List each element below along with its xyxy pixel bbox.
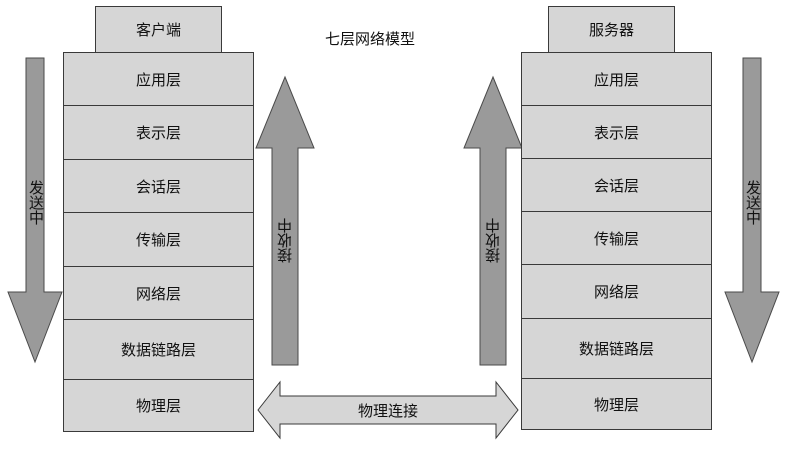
client-layer: 表示层 <box>63 105 254 160</box>
client-layer: 传输层 <box>63 212 254 267</box>
server-send-label: 发送中 <box>744 180 762 225</box>
server-layer: 数据链路层 <box>521 318 712 379</box>
client-receive-arrow <box>255 75 315 366</box>
server-receive-arrow <box>463 75 523 366</box>
client-receive-label: 接收中 <box>276 218 294 263</box>
client-layer: 会话层 <box>63 159 254 213</box>
server-layer: 会话层 <box>521 158 712 212</box>
physical-connection-label: 物理连接 <box>357 402 418 420</box>
server-receive-label: 接收中 <box>484 218 502 263</box>
diagram-title: 七层网络模型 <box>324 30 415 48</box>
server-layer: 网络层 <box>521 264 712 319</box>
server-layer: 传输层 <box>521 211 712 265</box>
client-layer: 应用层 <box>63 52 254 106</box>
client-layer: 物理层 <box>63 379 254 432</box>
server-send-arrow <box>724 57 780 364</box>
server-layer: 物理层 <box>521 378 712 430</box>
client-header: 客户端 <box>95 6 222 53</box>
client-send-label: 发送中 <box>27 180 45 225</box>
physical-connection-arrow <box>257 380 519 440</box>
server-header: 服务器 <box>548 6 675 53</box>
client-layer: 数据链路层 <box>63 319 254 380</box>
server-layer: 应用层 <box>521 52 712 106</box>
client-send-arrow <box>7 57 63 364</box>
client-layer: 网络层 <box>63 266 254 320</box>
server-layer: 表示层 <box>521 105 712 159</box>
